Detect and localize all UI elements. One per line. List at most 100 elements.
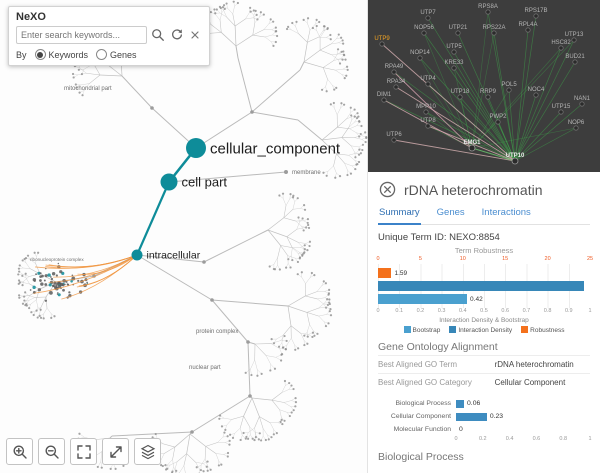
tree-leaf-node[interactable] [270, 436, 273, 439]
tree-leaf-node[interactable] [78, 91, 81, 94]
tree-leaf-node[interactable] [304, 226, 308, 229]
network-node[interactable] [558, 109, 564, 115]
tree-leaf-node[interactable] [289, 266, 292, 269]
tree-leaf-node[interactable] [260, 372, 263, 375]
tree-leaf-node[interactable] [18, 264, 21, 267]
tree-leaf-node[interactable] [326, 26, 329, 30]
tree-leaf-node[interactable] [346, 173, 349, 177]
tree-leaf-node[interactable] [307, 223, 310, 227]
tree-leaf-node[interactable] [18, 270, 21, 273]
tree-leaf-node[interactable] [236, 1, 239, 5]
network-node[interactable] [558, 45, 564, 51]
tree-leaf-node[interactable] [328, 302, 331, 306]
tree-leaf-node[interactable] [213, 8, 216, 11]
tree-leaf-node[interactable] [278, 268, 281, 271]
tree-cluster-node[interactable] [86, 281, 88, 284]
network-node[interactable] [425, 81, 431, 87]
tree-leaf-node[interactable] [239, 438, 242, 442]
tree-cluster-node[interactable] [77, 279, 80, 282]
tree-leaf-node[interactable] [72, 76, 75, 79]
tree-cluster-node[interactable] [48, 283, 52, 287]
tree-leaf-node[interactable] [272, 44, 275, 47]
tree-junction-node[interactable] [284, 170, 288, 174]
tree-leaf-node[interactable] [242, 431, 245, 435]
radio-genes[interactable]: Genes [96, 49, 137, 60]
tree-leaf-node[interactable] [222, 4, 226, 7]
tree-cluster-node[interactable] [39, 272, 42, 275]
tree-cluster-node[interactable] [62, 282, 65, 285]
network-node[interactable] [571, 37, 577, 43]
tree-leaf-node[interactable] [303, 208, 307, 211]
tree-leaf-node[interactable] [224, 428, 227, 431]
tree-cluster-node[interactable] [35, 273, 37, 276]
tree-cluster-node[interactable] [68, 291, 71, 294]
tree-leaf-node[interactable] [324, 282, 327, 285]
tree-cluster-node[interactable] [62, 288, 65, 292]
tree-leaf-node[interactable] [325, 174, 328, 177]
tree-leaf-node[interactable] [223, 7, 226, 11]
tree-leaf-node[interactable] [276, 34, 279, 38]
tree-leaf-node[interactable] [221, 6, 224, 9]
tree-leaf-node[interactable] [306, 249, 309, 252]
refresh-button[interactable] [169, 27, 185, 43]
tree-leaf-node[interactable] [74, 83, 77, 86]
tree-junction-node[interactable] [250, 110, 254, 114]
tree-leaf-node[interactable] [291, 21, 294, 25]
tree-leaf-node[interactable] [274, 40, 277, 44]
tree-leaf-node[interactable] [329, 33, 332, 37]
tree-leaf-node[interactable] [283, 379, 287, 383]
tree-leaf-node[interactable] [345, 65, 349, 68]
tree-leaf-node[interactable] [28, 306, 31, 310]
network-node[interactable] [506, 87, 512, 93]
tree-cluster-node[interactable] [44, 299, 48, 302]
tree-leaf-node[interactable] [245, 435, 248, 439]
tree-leaf-node[interactable] [360, 124, 363, 128]
tree-leaf-node[interactable] [258, 432, 261, 435]
tree-leaf-node[interactable] [356, 112, 359, 115]
tree-leaf-node[interactable] [109, 467, 112, 470]
tree-cluster-node[interactable] [52, 284, 55, 287]
tree-leaf-node[interactable] [254, 9, 257, 12]
network-node[interactable] [391, 69, 397, 75]
tree-leaf-node[interactable] [206, 469, 209, 472]
network-node[interactable] [417, 55, 423, 61]
tree-leaf-node[interactable] [313, 334, 316, 337]
tree-leaf-node[interactable] [228, 439, 231, 442]
zoom-in-button[interactable] [6, 438, 33, 465]
tree-leaf-node[interactable] [294, 405, 297, 408]
tree-leaf-node[interactable] [23, 299, 26, 302]
tree-cluster-node[interactable] [44, 283, 48, 286]
tree-leaf-node[interactable] [281, 192, 285, 195]
tree-leaf-node[interactable] [297, 216, 300, 219]
tree-leaf-node[interactable] [340, 50, 343, 53]
tree-leaf-node[interactable] [226, 455, 229, 458]
tree-leaf-node[interactable] [17, 279, 21, 282]
tree-leaf-node[interactable] [244, 437, 247, 440]
tree-leaf-node[interactable] [303, 204, 306, 207]
tree-leaf-node[interactable] [364, 131, 367, 134]
tree-leaf-node[interactable] [26, 254, 30, 257]
tree-leaf-node[interactable] [346, 68, 349, 72]
tree-leaf-node[interactable] [311, 331, 314, 334]
tree-leaf-node[interactable] [357, 160, 361, 164]
tree-leaf-node[interactable] [280, 418, 283, 422]
tree-leaf-node[interactable] [209, 10, 212, 14]
tree-leaf-node[interactable] [114, 467, 117, 470]
network-node[interactable] [457, 94, 463, 100]
network-node[interactable] [573, 125, 579, 131]
tree-leaf-node[interactable] [326, 303, 330, 307]
tree-leaf-node[interactable] [303, 334, 306, 337]
tree-leaf-node[interactable] [77, 68, 80, 71]
term-node[interactable] [160, 173, 178, 191]
tree-leaf-node[interactable] [315, 18, 318, 21]
tree-leaf-node[interactable] [329, 308, 332, 311]
tree-leaf-node[interactable] [341, 39, 344, 42]
tree-leaf-node[interactable] [340, 102, 343, 105]
tree-leaf-node[interactable] [223, 431, 226, 434]
tree-leaf-node[interactable] [268, 265, 271, 268]
network-node[interactable] [511, 157, 519, 165]
tree-leaf-node[interactable] [364, 140, 367, 144]
network-node[interactable] [485, 9, 491, 15]
network-node[interactable] [533, 13, 539, 19]
tree-leaf-node[interactable] [21, 284, 24, 287]
